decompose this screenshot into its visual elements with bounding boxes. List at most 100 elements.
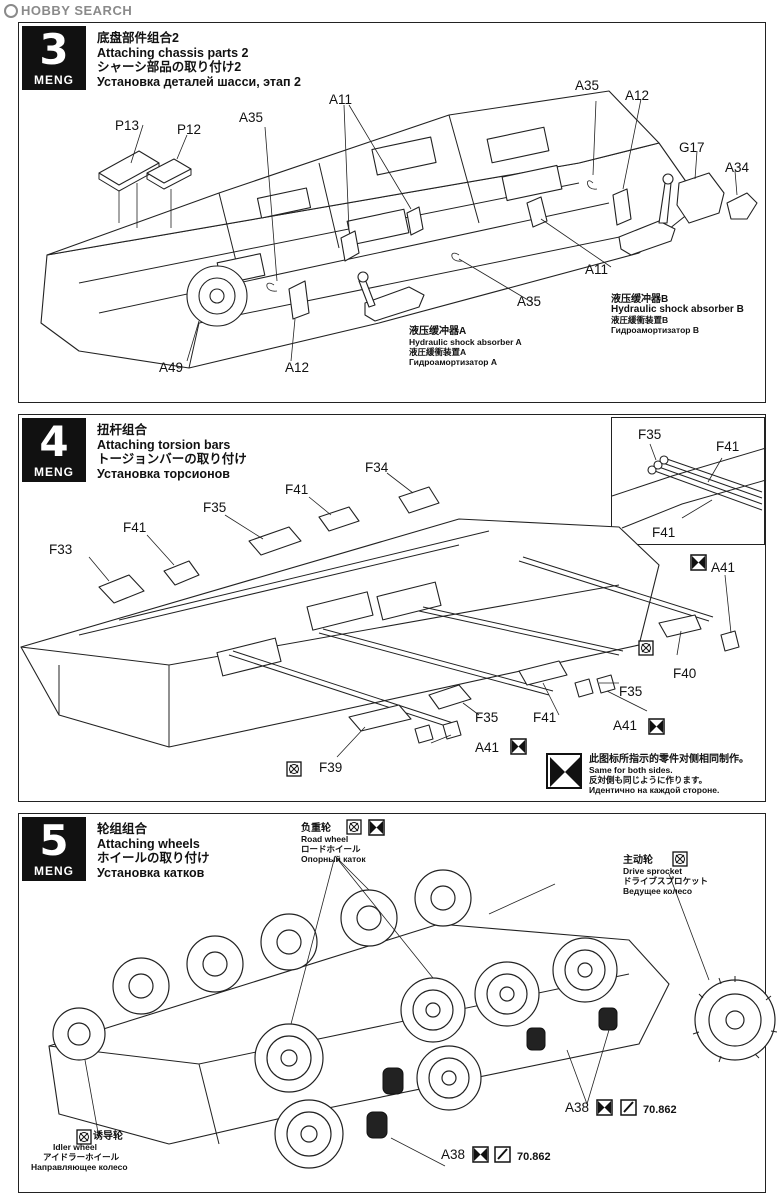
shock-a-zh: 液压缓冲器A — [409, 326, 467, 337]
g17-plate — [676, 172, 725, 224]
a35-clip-3 — [587, 180, 598, 190]
step-3-drawing — [40, 90, 758, 369]
a12-rear — [612, 188, 632, 226]
arm-f41-top — [318, 506, 360, 532]
step-5-title-en: Attaching wheels — [97, 836, 200, 851]
watermark-logo: HOBBY SEARCH — [4, 3, 132, 18]
step-3-title-ru: Установка деталей шасси, этап 2 — [97, 74, 301, 89]
label-f41-top: F41 — [285, 482, 309, 497]
road-wheel-en: Road wheel — [301, 834, 349, 844]
watermark-circle-icon — [4, 4, 18, 18]
step-3-badge: 3 MENG — [22, 26, 86, 90]
p13-plate — [98, 150, 160, 186]
torsion-bar-2 — [318, 628, 554, 696]
no-glue-icon-1 — [638, 640, 654, 656]
label-a38-bottom: A38 — [441, 1147, 466, 1162]
paint-code-right: 70.862 — [643, 1104, 677, 1116]
cap-a41-3 — [574, 678, 594, 698]
step-4-title-ru: Установка торсионов — [97, 466, 230, 481]
label-a49: A49 — [159, 360, 184, 375]
cap-a41-4 — [596, 674, 616, 694]
step-5-title-zh: 轮组组合 — [97, 822, 148, 836]
step-4-title-ja: トージョンバーの取り付け — [97, 452, 247, 466]
step-3-title-en: Attaching chassis parts 2 — [97, 45, 249, 60]
label-a12-bottom: A12 — [285, 360, 310, 375]
road-wheel-label: 负重轮 Road wheel ロードホイール Опорный каток — [301, 823, 366, 865]
both-sides-icon-road — [368, 819, 385, 836]
label-a41-right: A41 — [711, 560, 736, 575]
both-sides-icon-a38-right — [596, 1099, 613, 1116]
far-road-wheels — [112, 869, 472, 1015]
step-5-panel: 5 MENG 轮组组合 Attaching wheels ホイールの取り付け У… — [18, 813, 777, 1193]
step-3-panel: 3 MENG 底盘部件组合2 Attaching chassis parts 2… — [18, 22, 766, 403]
label-a35-left: A35 — [239, 110, 264, 125]
torsion-bar-1 — [228, 650, 454, 728]
drive-sprocket-en: Drive sprocket — [623, 866, 683, 876]
note-shock-absorber-b: 液压缓冲器B Hydraulic shock absorber B 液圧緩衝装置… — [611, 294, 744, 336]
paint-code-bottom: 70.862 — [517, 1151, 551, 1163]
step-5-titles: 轮组组合 Attaching wheels ホイールの取り付け Установк… — [97, 822, 210, 880]
step-3-title-zh: 底盘部件组合2 — [97, 31, 179, 45]
shock-b-ja: 液圧緩衝装置B — [611, 315, 669, 325]
shock-b-zh: 液压缓冲器B — [611, 294, 669, 305]
label-a41-bottom: A41 — [475, 740, 500, 755]
paint-brush-icon-right — [620, 1099, 637, 1116]
a35-clip-1 — [266, 282, 278, 292]
both-sides-legend-icon — [546, 753, 582, 789]
label-g17: G17 — [679, 140, 705, 155]
step-5-drawing — [48, 819, 777, 1169]
step-5-title-ru: Установка катков — [97, 865, 205, 880]
shock-b-en: Hydraulic shock absorber B — [611, 304, 744, 315]
arm-f35-top — [248, 526, 302, 556]
shock-a-ja: 液圧緩衝装置A — [409, 347, 467, 357]
drive-sprocket-label: 主动轮 Drive sprocket ドライブスプロケット Ведущее ко… — [623, 856, 709, 897]
step-5-number: 5 — [39, 816, 69, 865]
a34-part — [726, 192, 758, 220]
note-shock-absorber-a: 液压缓冲器A Hydraulic shock absorber A 液圧緩衝装置… — [409, 326, 522, 368]
torsion-bar-4 — [518, 556, 714, 622]
torsion-bar-detail-inset: F35 F41 F41 — [611, 417, 767, 545]
shock-a-en: Hydraulic shock absorber A — [409, 337, 522, 347]
both-sides-icon-3 — [510, 738, 527, 755]
both-sides-legend: 此图标所指示的零件对侧相同制作。 Same for both sides. 反対… — [589, 755, 749, 796]
road-wheel-zh: 负重轮 — [301, 823, 331, 834]
label-f41-left: F41 — [123, 520, 147, 535]
label-f35-top: F35 — [203, 500, 227, 515]
arm-f41-bottom — [518, 660, 568, 686]
meng-logo: MENG — [34, 73, 74, 87]
step-4-badge: 4 MENG — [22, 418, 86, 482]
label-a11-right: A11 — [585, 262, 609, 277]
drive-sprocket-ja: ドライブスプロケット — [623, 876, 709, 886]
arm-f39 — [348, 704, 412, 732]
shock-a-ru: Гидроамортизатор A — [409, 357, 497, 367]
road-wheel-ru: Опорный каток — [301, 854, 366, 864]
arm-f41-left — [163, 560, 200, 586]
cap-a41-2 — [442, 720, 462, 740]
a35-clip-2 — [451, 252, 463, 262]
label-p12: P12 — [177, 122, 202, 137]
a11-right — [406, 206, 424, 236]
idler-wheel-zh: 诱导轮 — [93, 1131, 123, 1142]
meng-logo: MENG — [34, 465, 74, 479]
label-f39: F39 — [319, 760, 343, 775]
step-4-title-en: Attaching torsion bars — [97, 437, 231, 452]
torsion-bar-3 — [418, 606, 624, 656]
step-5-title-ja: ホイールの取り付け — [97, 851, 210, 865]
inset-drawing — [611, 443, 767, 529]
arm-f35-bottom — [428, 684, 472, 710]
label-a12-top: A12 — [625, 88, 650, 103]
arm-f34 — [398, 486, 440, 514]
label-f34: F34 — [365, 460, 389, 475]
idler-wheel-en: Idler wheel — [53, 1142, 97, 1152]
inset-label-f41-top: F41 — [716, 439, 740, 454]
idler-wheel-ja: アイドラーホイール — [43, 1152, 120, 1162]
drive-sprocket — [692, 976, 777, 1063]
step-4-titles: 扭杆组合 Attaching torsion bars トージョンバーの取り付け… — [97, 423, 247, 481]
idler-wheel — [52, 1007, 106, 1061]
suspension-brackets — [216, 164, 563, 285]
meng-logo: MENG — [34, 864, 74, 878]
label-p13: P13 — [115, 118, 140, 133]
no-glue-icon-2 — [286, 761, 302, 777]
both-sides-ru: Идентично на каждой стороне. — [589, 785, 720, 795]
cap-a41-1 — [414, 724, 434, 744]
